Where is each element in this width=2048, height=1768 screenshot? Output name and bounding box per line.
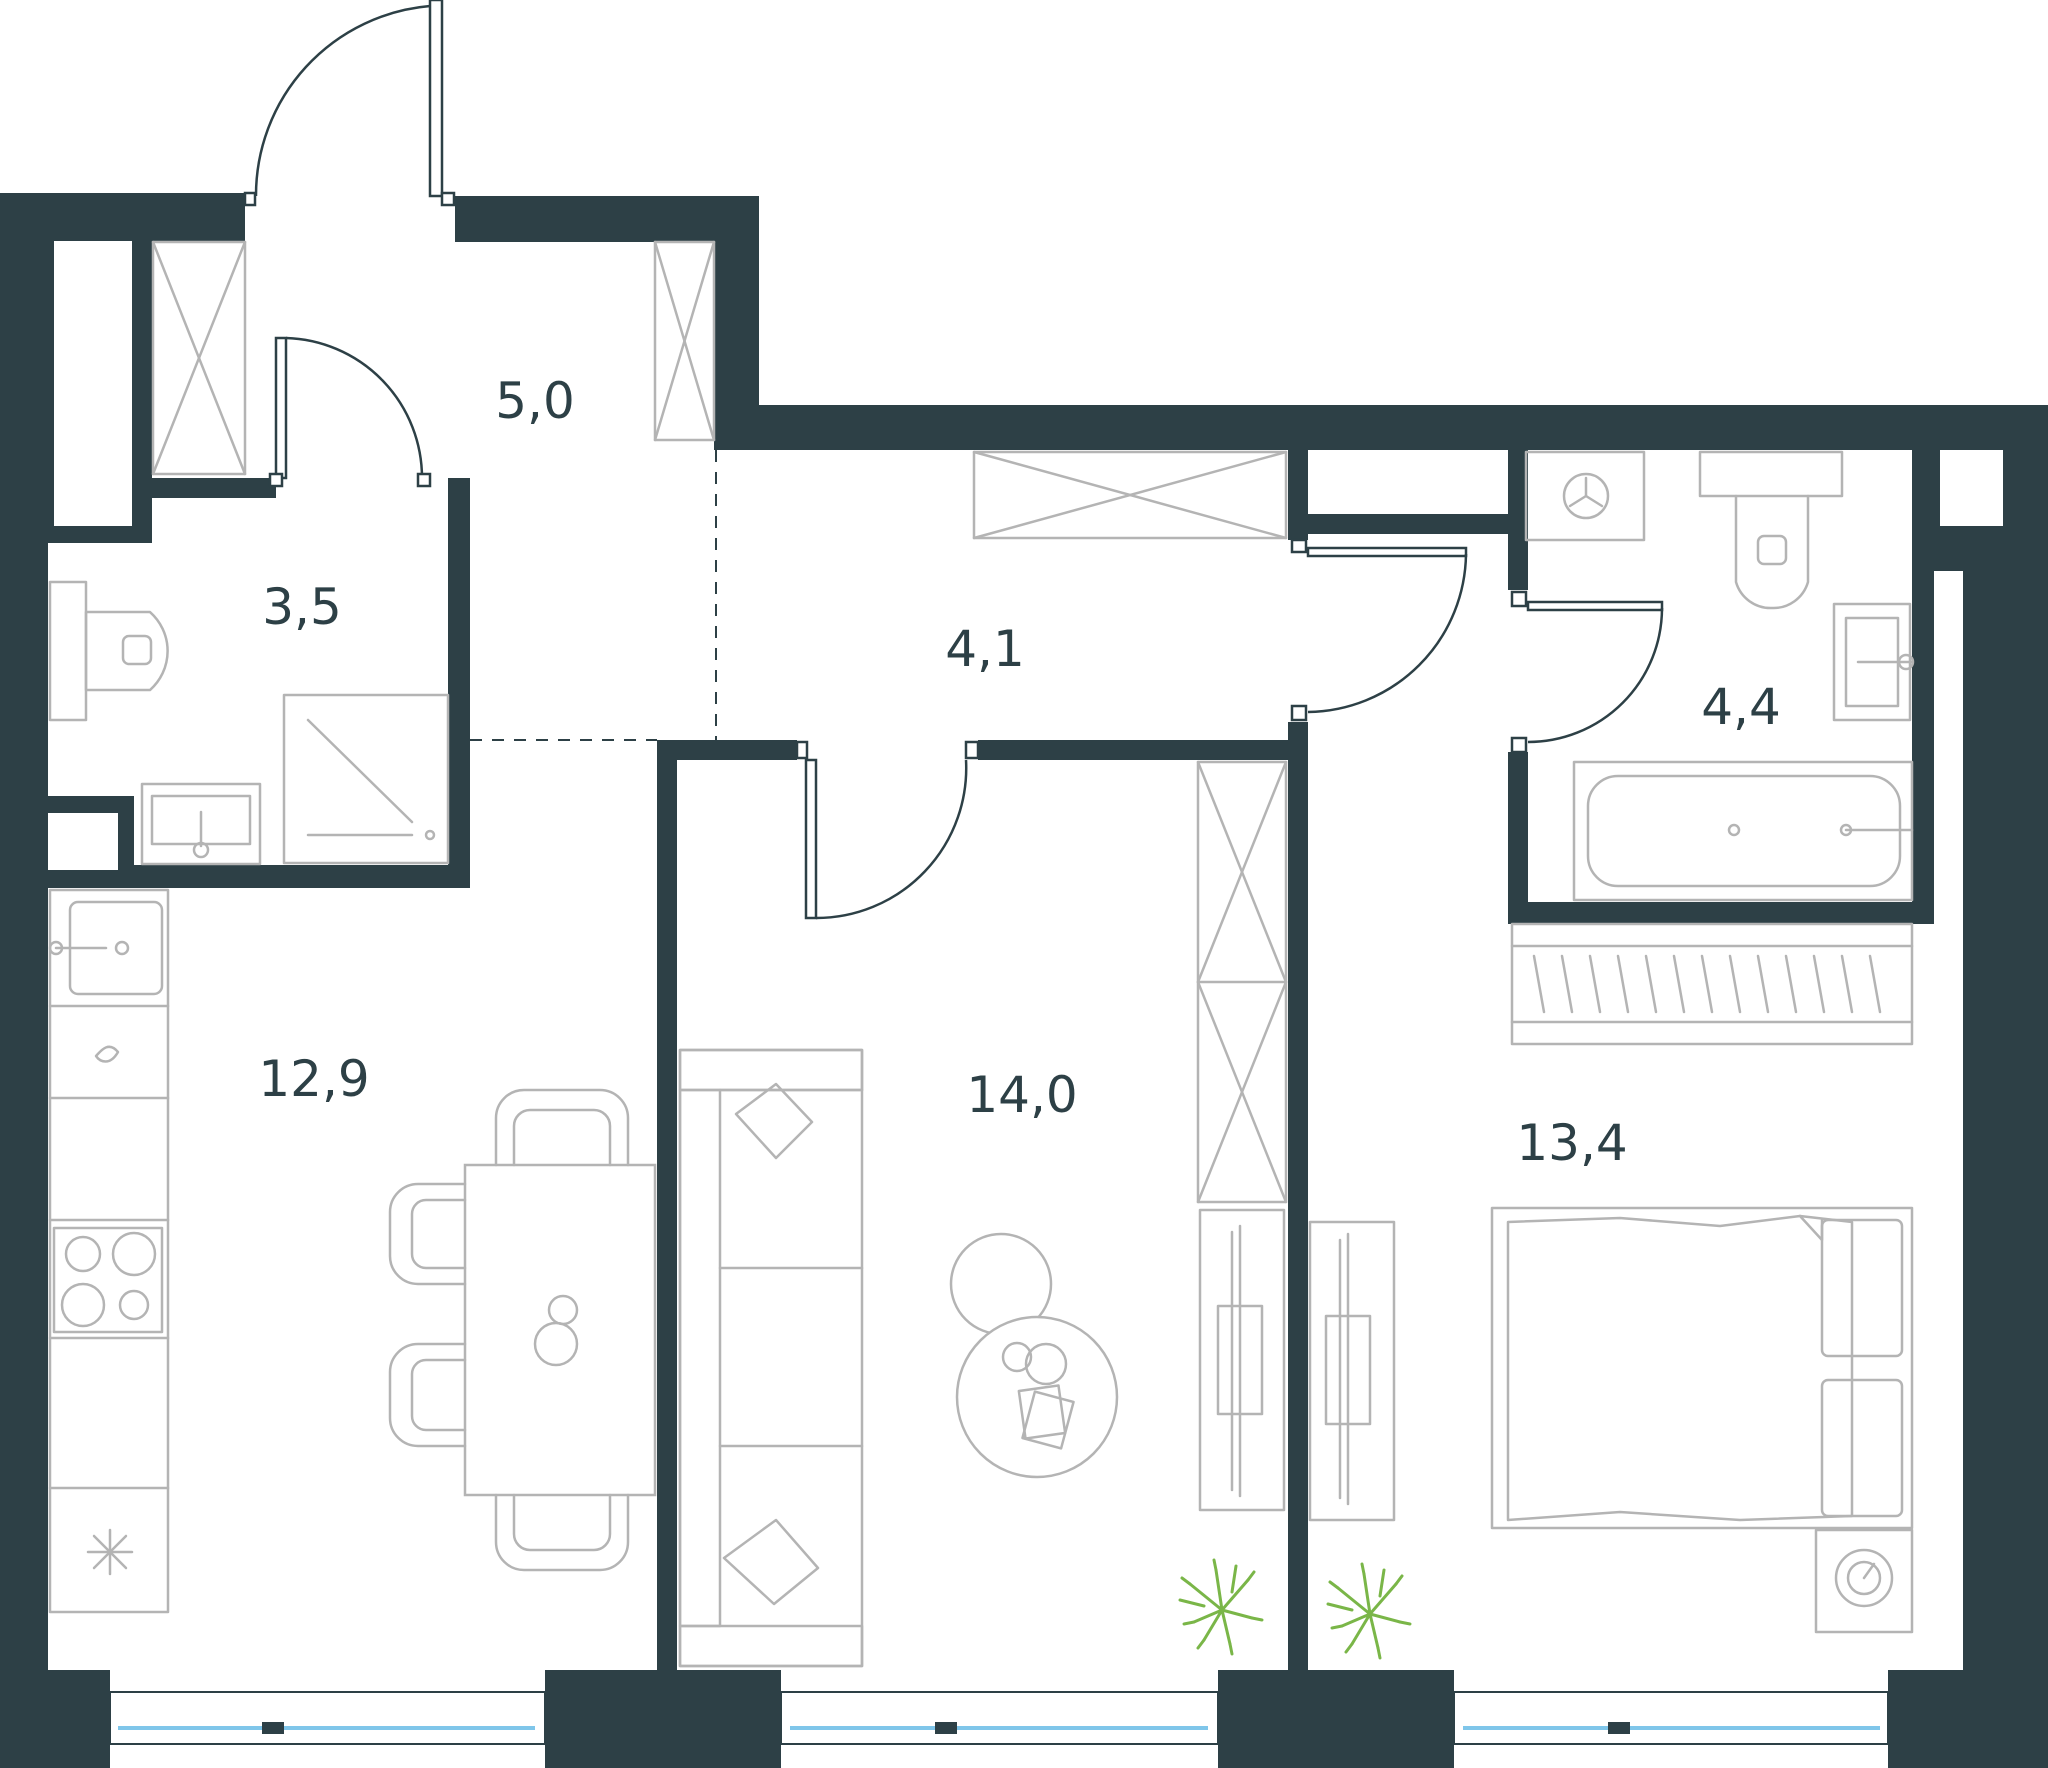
wall-top-left xyxy=(0,193,245,241)
wardrobe-hall-left xyxy=(151,240,247,476)
area-label-bedroom: 13,4 xyxy=(1516,1114,1627,1172)
area-label-living-room: 14,0 xyxy=(966,1066,1077,1124)
water-drop-icon xyxy=(94,1045,120,1063)
wall-pier-3 xyxy=(1218,1670,1454,1768)
bedroom-door xyxy=(1290,538,1468,722)
entrance-door xyxy=(243,0,456,207)
wall-kitchen-living xyxy=(657,740,677,1670)
wall-bathroom-bottom xyxy=(1508,902,1913,924)
wall-top-long xyxy=(714,405,2048,450)
plant-icon xyxy=(1326,1562,1412,1660)
bathroom-door xyxy=(1510,590,1664,754)
coffee-table xyxy=(949,1232,1119,1479)
doors xyxy=(243,0,1664,920)
dining-table xyxy=(463,1163,657,1497)
shower-small-bath xyxy=(282,693,450,865)
wall-living-bedroom xyxy=(1288,722,1308,1670)
wall-living-top-right xyxy=(978,740,1290,760)
wall-pier-2 xyxy=(545,1670,781,1768)
wall-storage-left xyxy=(48,241,54,526)
wall-bathroom-left-bottom xyxy=(1508,752,1528,924)
living-door xyxy=(795,740,980,920)
wardrobe-hall-right xyxy=(653,240,716,442)
wall-bath-small-bottom xyxy=(118,865,470,888)
wall-pier-4 xyxy=(1888,1670,2048,1768)
wall-left xyxy=(0,193,48,1768)
wall-bath-small-inner-top xyxy=(48,796,134,813)
wall-storage-low xyxy=(132,478,276,498)
window-kitchen xyxy=(109,1691,546,1745)
tv-stand-bedroom xyxy=(1308,1220,1396,1522)
area-label-hall: 5,0 xyxy=(495,372,575,430)
area-label-bathroom-small: 3,5 xyxy=(262,578,342,636)
wall-bathroom-left-top xyxy=(1508,450,1528,590)
wall-bath-small-inner xyxy=(118,796,134,888)
sink-small-bath xyxy=(140,782,262,866)
kitchen-counter xyxy=(48,888,170,1614)
nightstand-washer xyxy=(1814,1528,1914,1634)
windows xyxy=(109,1691,1889,1745)
window-bedroom xyxy=(1453,1691,1889,1745)
walls xyxy=(0,193,2048,1768)
snowflake-icon xyxy=(86,1528,134,1576)
cooktop xyxy=(52,1226,164,1334)
dining-chairs xyxy=(388,1088,630,1572)
hangers xyxy=(1532,954,1882,1014)
kitchen-sink xyxy=(48,900,164,996)
wall-corridor-niche-bottom xyxy=(1288,514,1508,534)
sink-bathroom xyxy=(1832,602,1915,722)
bath-small-door xyxy=(268,336,432,488)
wall-bathroom-right xyxy=(1912,450,1934,924)
tv-stand-living xyxy=(1198,1208,1286,1512)
sofa xyxy=(678,1048,864,1668)
area-label-kitchen: 12,9 xyxy=(258,1050,369,1108)
wall-storage-bottom xyxy=(48,526,152,543)
wardrobe-living xyxy=(1196,760,1288,1204)
area-label-corridor: 4,1 xyxy=(945,620,1025,678)
wall-storage-mid xyxy=(132,241,152,543)
window-living xyxy=(780,1691,1219,1745)
wall-bath-small-inner-bottom xyxy=(48,870,134,888)
bathtub xyxy=(1572,760,1914,902)
toilet-small-bath xyxy=(48,580,169,722)
area-label-bathroom: 4,4 xyxy=(1701,678,1781,736)
bed xyxy=(1490,1206,1914,1530)
wall-pier-1 xyxy=(0,1670,110,1768)
wall-bath-small-right xyxy=(448,478,470,888)
wardrobe-corridor xyxy=(972,450,1288,540)
wall-top-mid xyxy=(455,196,759,242)
toilet-bathroom xyxy=(1698,450,1844,610)
bedroom-wardrobe xyxy=(1510,922,1914,1046)
plant-icon xyxy=(1178,1558,1264,1656)
wall-living-top-left xyxy=(657,740,797,760)
wall-right xyxy=(1963,526,2048,1768)
washing-machine-bathroom xyxy=(1524,450,1646,542)
